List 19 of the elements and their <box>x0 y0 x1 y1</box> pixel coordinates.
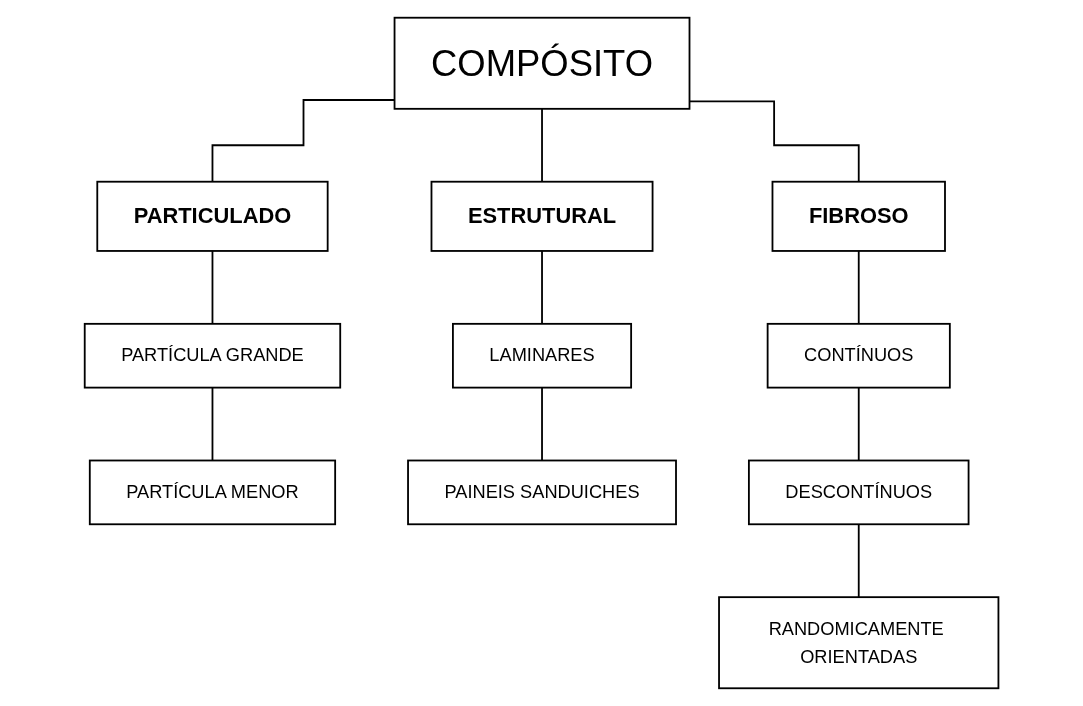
node-box: ESTRUTURAL <box>430 180 654 252</box>
connector <box>211 386 214 462</box>
node-box: CONTÍNUOS <box>766 322 951 389</box>
connector <box>857 523 860 599</box>
connector <box>541 107 543 183</box>
connector <box>211 250 214 325</box>
node-box: RANDOMICAMENTE ORIENTADAS <box>718 596 1000 690</box>
connector <box>857 250 860 325</box>
node-box: LAMINARES <box>451 322 632 389</box>
node-box: FIBROSO <box>771 180 946 252</box>
connector <box>857 386 860 462</box>
node-box: COMPÓSITO <box>393 16 691 110</box>
node-box: PARTICULADO <box>96 180 329 252</box>
connector <box>541 250 543 325</box>
connector <box>541 386 543 462</box>
node-box: PARTÍCULA MENOR <box>88 459 336 526</box>
node-box: PARTÍCULA GRANDE <box>83 322 342 389</box>
node-box: PAINEIS SANDUICHES <box>407 459 677 526</box>
node-box: DESCONTÍNUOS <box>747 459 970 526</box>
